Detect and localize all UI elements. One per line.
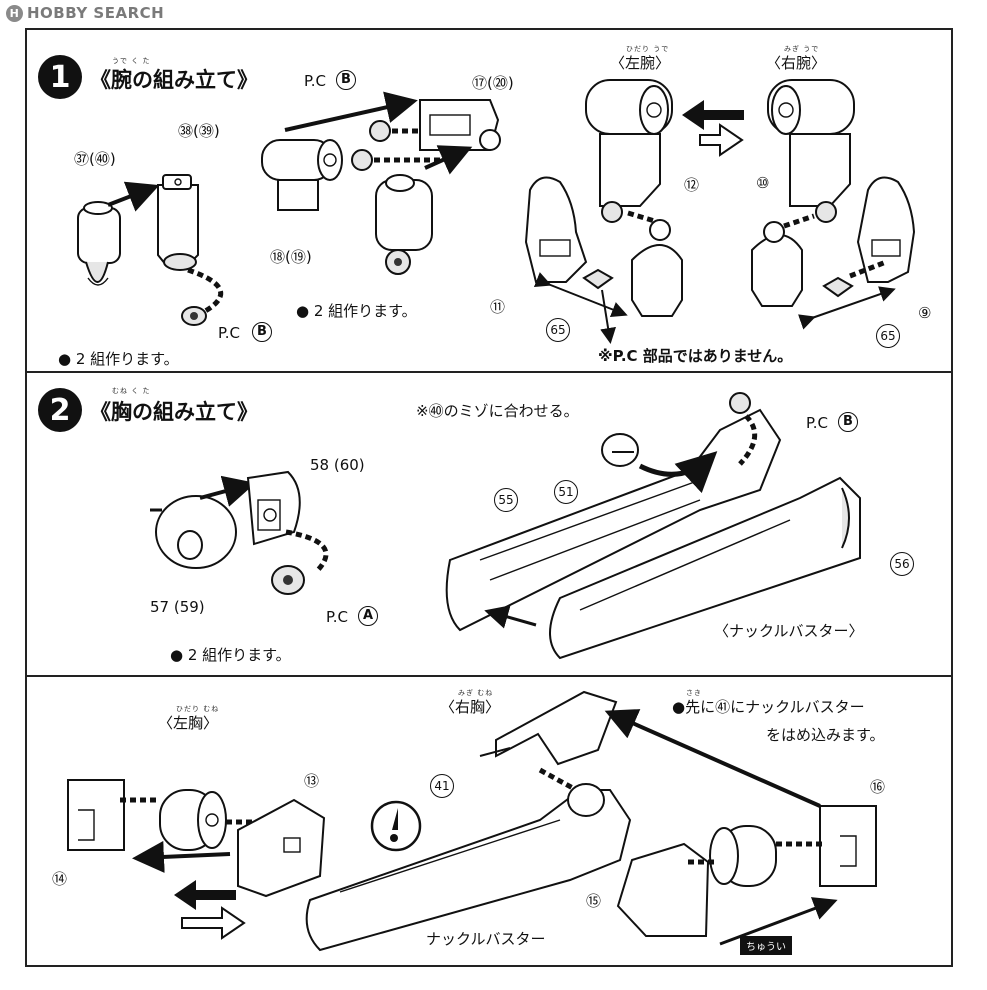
label-part-51: 51 <box>554 480 578 504</box>
part-11-shield <box>524 176 588 283</box>
right-arm-ruby: みぎ うで <box>784 45 820 53</box>
label-pc-a: P.C <box>326 608 348 626</box>
step3-panel <box>25 675 953 967</box>
step2-title-ruby: むね く た <box>112 387 151 395</box>
label-part-9: ⑨ <box>918 304 932 322</box>
label-part-12: ⑫ <box>684 176 700 194</box>
left-chest-ruby: ひだり むね <box>176 705 220 713</box>
label-part-18: ⑱(⑲) <box>270 248 312 266</box>
label-left-arm: 〈左腕〉 <box>610 54 671 72</box>
label-part-65b: 65 <box>876 324 900 348</box>
part-14-left-mount <box>67 779 125 851</box>
part-57-shoulder-cover <box>150 495 237 569</box>
part-37-hand <box>77 201 121 286</box>
label-part-17: ⑰(⑳) <box>472 74 514 92</box>
label-pc-top-letter: B <box>336 70 356 90</box>
left-arm-upper <box>585 79 673 223</box>
step1-note-a: ● 2 組作ります。 <box>58 350 179 368</box>
label-step2-pc-b-letter: B <box>838 412 858 432</box>
part-18-shoulder <box>261 139 343 211</box>
label-right-chest: 〈右胸〉 <box>440 698 501 716</box>
part-51-cap <box>601 433 639 467</box>
part-38-forearm <box>157 174 199 271</box>
part-17-frame <box>419 99 501 151</box>
label-part-16: ⑯ <box>870 778 886 796</box>
part-12-hand <box>631 219 683 317</box>
step2-note: ● 2 組作ります。 <box>170 646 291 664</box>
step2-title: 《胸の組み立て》 <box>90 399 258 424</box>
step3-note-line1: ●先に㊶にナックルバスター <box>672 698 865 716</box>
right-chest-ruby: みぎ むね <box>458 689 494 697</box>
part-41-right-chest <box>479 690 618 766</box>
part-58-shoulder-frame <box>246 470 301 546</box>
label-part-41: 41 <box>430 774 454 798</box>
label-part-58: 58 (60) <box>310 456 365 474</box>
step1-note-b: ● 2 組作ります。 <box>296 302 417 320</box>
label-left-chest: 〈左胸〉 <box>158 714 219 732</box>
label-pc-bottom-letter: B <box>252 322 272 342</box>
label-knuckle-buster-step3: ナックルバスター <box>426 930 546 948</box>
label-knuckle-buster-step2: 〈ナックルバスター〉 <box>714 622 864 640</box>
knuckle-buster-assembled <box>305 783 632 952</box>
label-pc-a-letter: A <box>358 606 378 626</box>
caution-icon <box>370 800 422 852</box>
pc-65-left <box>582 268 614 290</box>
label-step2-pc-b: P.C <box>806 414 828 432</box>
pc-b-joint-top <box>351 120 391 171</box>
label-part-14: ⑭ <box>52 870 68 888</box>
label-part-65a: 65 <box>546 318 570 342</box>
label-part-10: ⑩ <box>756 174 770 192</box>
left-arm-ruby: ひだり うで <box>626 45 670 53</box>
pc-b-joint-bottom <box>181 306 207 326</box>
right-arm-upper <box>767 79 855 223</box>
part-16-right-mount <box>819 805 877 887</box>
label-pc-top: P.C <box>304 72 326 90</box>
right-chest-cylinder <box>709 825 777 887</box>
pc-65-right <box>822 276 854 298</box>
label-pc-bottom: P.C <box>218 324 240 342</box>
step3-note-ruby: さき <box>686 689 702 697</box>
label-part-56: 56 <box>890 552 914 576</box>
part-15-right-cover <box>616 842 710 937</box>
step3-note-line2: をはめ込みます。 <box>766 726 885 744</box>
label-part-38: ㊳(㊴) <box>178 122 220 140</box>
caution-badge: ちゅうい <box>740 936 792 955</box>
step1-title-ruby: うで く た <box>112 57 151 65</box>
label-part-11: ⑪ <box>490 298 506 316</box>
label-part-15: ⑮ <box>586 892 602 910</box>
label-right-arm: 〈右腕〉 <box>766 54 827 72</box>
part-9-shield <box>856 176 916 283</box>
left-chest-cylinder <box>159 789 227 851</box>
label-part-37: ㊲(㊵) <box>74 150 116 168</box>
label-part-57: 57 (59) <box>150 598 205 616</box>
label-part-55: 55 <box>494 488 518 512</box>
watermark: H HOBBY SEARCH <box>6 4 164 22</box>
step1-number: 1 <box>38 55 82 99</box>
part-10-hand <box>751 221 803 307</box>
part-56-knuckle-lower <box>549 476 861 660</box>
step2-hint: ※㊵のミゾに合わせる。 <box>416 402 579 420</box>
label-part-13: ⑬ <box>304 772 320 790</box>
step1-note-c: ※P.C 部品ではありません。 <box>598 347 793 365</box>
step2-number: 2 <box>38 388 82 432</box>
pc-a-joint <box>271 565 305 595</box>
pc-b-joint-step2 <box>729 392 751 414</box>
step1-title: 《腕の組み立て》 <box>90 67 258 92</box>
assembled-upper-arm <box>375 174 433 275</box>
part-13-left-cover <box>237 798 326 898</box>
hobby-logo-icon: H <box>6 4 23 22</box>
watermark-text: HOBBY SEARCH <box>27 4 165 22</box>
